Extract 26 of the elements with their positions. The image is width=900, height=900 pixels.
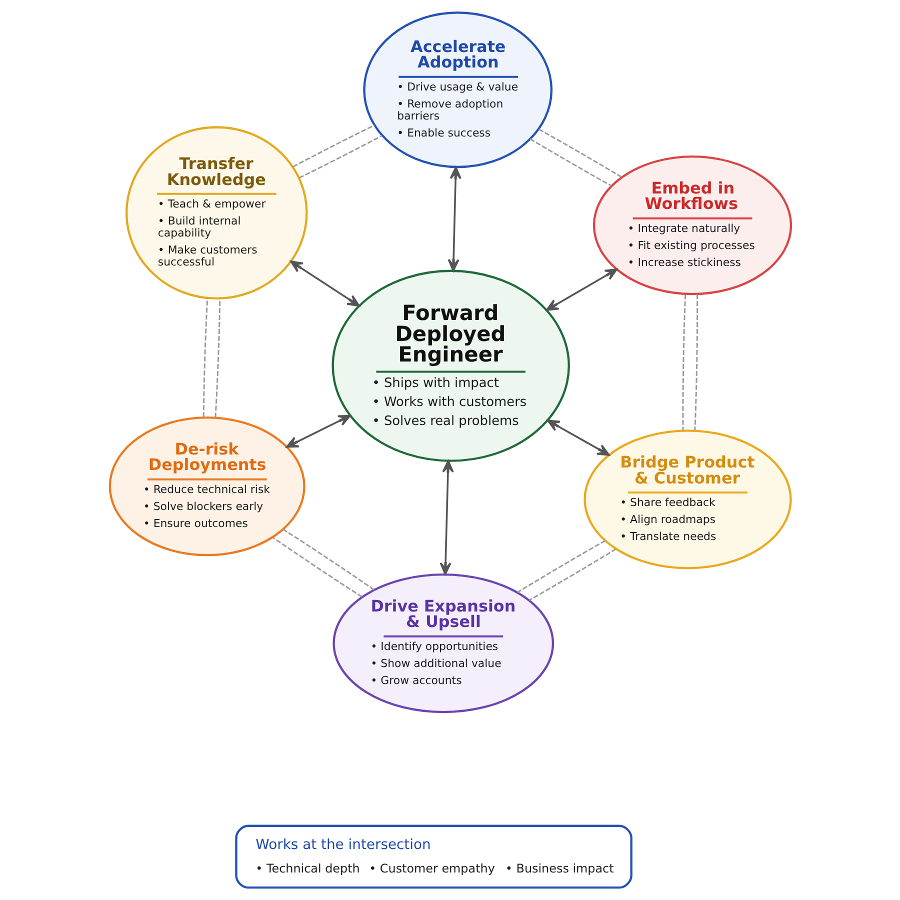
connector (538, 128, 622, 178)
connector (272, 536, 362, 598)
node-ellipse: Drive Expansion & Upsell • Identify opportunities • Show additional value • Grow accounts (332, 573, 554, 714)
node-ellipse: De-risk Deployments • Reduce technical risk • Solve blockers early • Ensure outcomes (108, 416, 305, 556)
connector (298, 134, 382, 179)
connector (528, 548, 616, 601)
arrow (447, 166, 461, 272)
arrow (545, 268, 618, 311)
arrow (290, 260, 360, 307)
node-circle: Transfer Knowledge • Teach & empower • Build internal capability • Make customers successful (124, 126, 308, 300)
arrow (546, 420, 610, 456)
connector (292, 124, 374, 168)
node-ellipse: Accelerate Adoption • Drive usage & value • Remove adoption barriers • Enable success (362, 12, 552, 168)
connector (214, 298, 220, 418)
arrow (286, 414, 350, 448)
node-ellipse: Embed in Workflows • Integrate naturally • Fit existing processes • Increase stickiness (592, 155, 792, 296)
connector (202, 298, 208, 418)
connector (682, 294, 686, 430)
node-box: Works at the intersection • Technical depth • Customer empathy • Business impact (234, 824, 632, 889)
arrow (439, 460, 454, 575)
connector (694, 294, 698, 430)
connector (516, 540, 606, 594)
node-ellipse: Bridge Product & Customer • Share feedback • Align roadmaps • Translate needs (583, 430, 792, 570)
node-ellipse: Forward Deployed Engineer • Ships with impact • Works with customers • Solves real problems (331, 270, 570, 462)
connector (529, 138, 612, 187)
connector (282, 528, 374, 590)
